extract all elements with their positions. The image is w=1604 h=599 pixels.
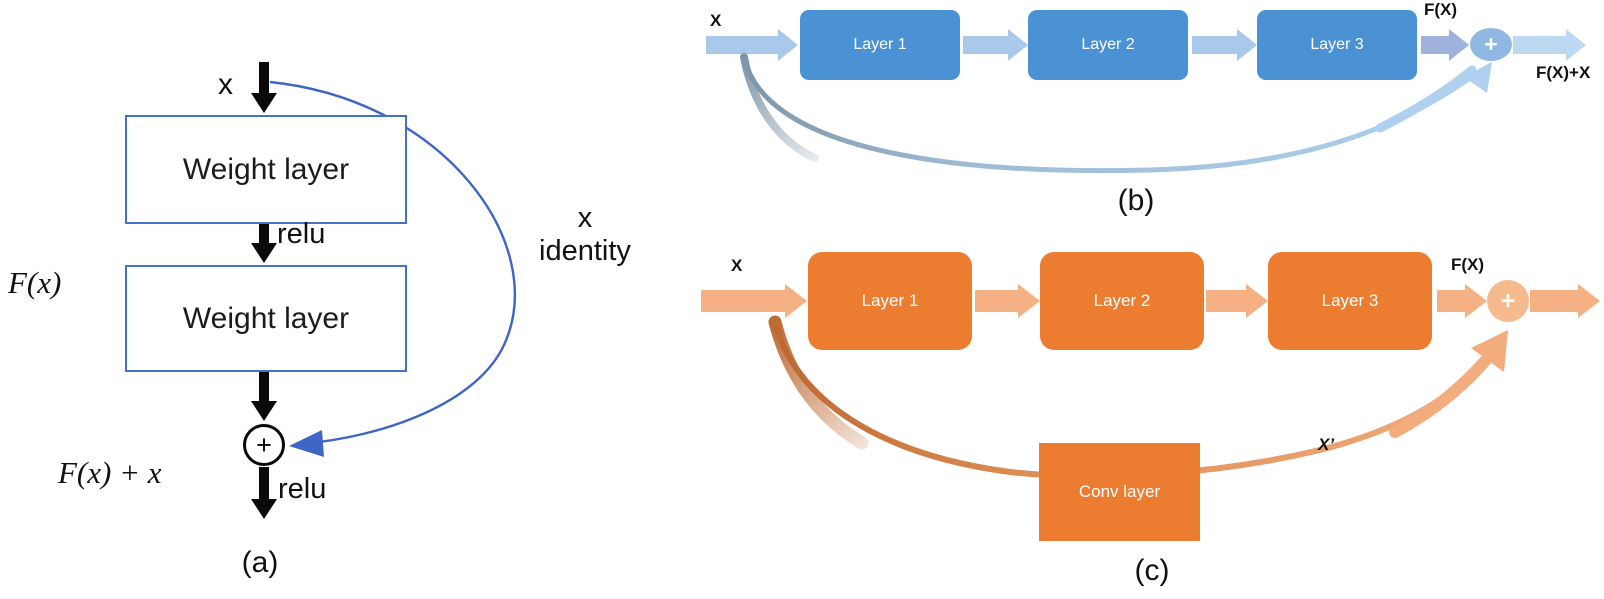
c-skip-curve-end bbox=[1389, 342, 1502, 438]
c-layer1-label: Layer 1 bbox=[861, 291, 919, 310]
b-caption: (b) bbox=[1117, 184, 1155, 217]
a-identity-label: x identity bbox=[515, 202, 655, 269]
b-skip-curve-end bbox=[1375, 65, 1477, 133]
a-identity-label-text: identity bbox=[539, 235, 631, 268]
b-arrow-pre-plus bbox=[1421, 29, 1469, 61]
b-arrow-l2-l3 bbox=[1192, 29, 1257, 61]
c-arrow-input bbox=[701, 284, 807, 318]
a-plus-node: + bbox=[243, 424, 285, 466]
c-skip-arrowhead-icon bbox=[1471, 330, 1508, 372]
b-arrow-l1-l2 bbox=[963, 29, 1028, 61]
c-arrow-output bbox=[1530, 284, 1600, 318]
b-layer2-box: Layer 2 bbox=[1028, 10, 1188, 80]
c-skip-curve-start bbox=[768, 315, 869, 450]
b-layer1-box: Layer 1 bbox=[800, 10, 960, 80]
a-identity-label-x: x bbox=[577, 202, 593, 234]
a-weight-layer-2-label: Weight layer bbox=[182, 301, 350, 335]
a-weight-layer-2-box: Weight layer bbox=[125, 265, 407, 372]
c-arrow-l1-l2 bbox=[975, 284, 1040, 318]
c-arrow-l2-l3 bbox=[1206, 284, 1268, 318]
a-output-label: F(x) + x bbox=[58, 455, 162, 490]
a-input-label: x bbox=[218, 68, 233, 101]
b-layer3-label: Layer 3 bbox=[1310, 36, 1364, 53]
c-layer3-label: Layer 3 bbox=[1321, 291, 1379, 310]
c-conv-layer-label: Conv layer bbox=[1078, 482, 1161, 501]
a-relu-mid-label: relu bbox=[277, 218, 326, 250]
b-input-label: X bbox=[710, 11, 722, 30]
a-arrow-output bbox=[251, 467, 277, 519]
c-caption: (c) bbox=[1134, 554, 1170, 587]
c-plus-node: + bbox=[1487, 280, 1529, 322]
b-plus-node: + bbox=[1470, 28, 1512, 61]
a-arrow-input bbox=[251, 62, 277, 113]
c-layer1-box: Layer 1 bbox=[808, 252, 972, 350]
b-skip-arrowhead-icon bbox=[1464, 62, 1492, 93]
b-fx-label: F(X) bbox=[1424, 0, 1458, 19]
c-layer3-box: Layer 3 bbox=[1268, 252, 1432, 350]
b-layer3-box: Layer 3 bbox=[1257, 10, 1417, 80]
c-conv-layer-box: Conv layer bbox=[1039, 443, 1200, 541]
c-layer2-box: Layer 2 bbox=[1040, 252, 1204, 350]
b-arrow-output bbox=[1513, 29, 1586, 61]
c-layer2-label: Layer 2 bbox=[1093, 291, 1151, 310]
c-xprime-label: X’ bbox=[1318, 435, 1335, 454]
b-layer1-label: Layer 1 bbox=[853, 36, 907, 53]
a-weight-layer-1-box: Weight layer bbox=[125, 115, 407, 224]
b-output-label: F(X)+X bbox=[1536, 63, 1591, 82]
a-arrow-mid bbox=[251, 218, 277, 263]
b-arrow-input bbox=[706, 29, 798, 61]
a-relu-out-label: relu bbox=[278, 473, 327, 505]
b-skip-curve-start bbox=[740, 53, 819, 162]
a-arrow-to-plus bbox=[251, 366, 277, 421]
a-caption: (a) bbox=[241, 546, 279, 579]
c-arrow-pre-plus bbox=[1437, 284, 1487, 318]
a-weight-layer-1-label: Weight layer bbox=[182, 152, 350, 186]
c-input-label: X bbox=[731, 256, 743, 275]
c-fx-label: F(X) bbox=[1451, 255, 1485, 274]
b-layer2-label: Layer 2 bbox=[1081, 36, 1135, 53]
a-identity-arrowhead-icon bbox=[289, 430, 324, 457]
a-function-label: F(x) bbox=[8, 265, 62, 300]
